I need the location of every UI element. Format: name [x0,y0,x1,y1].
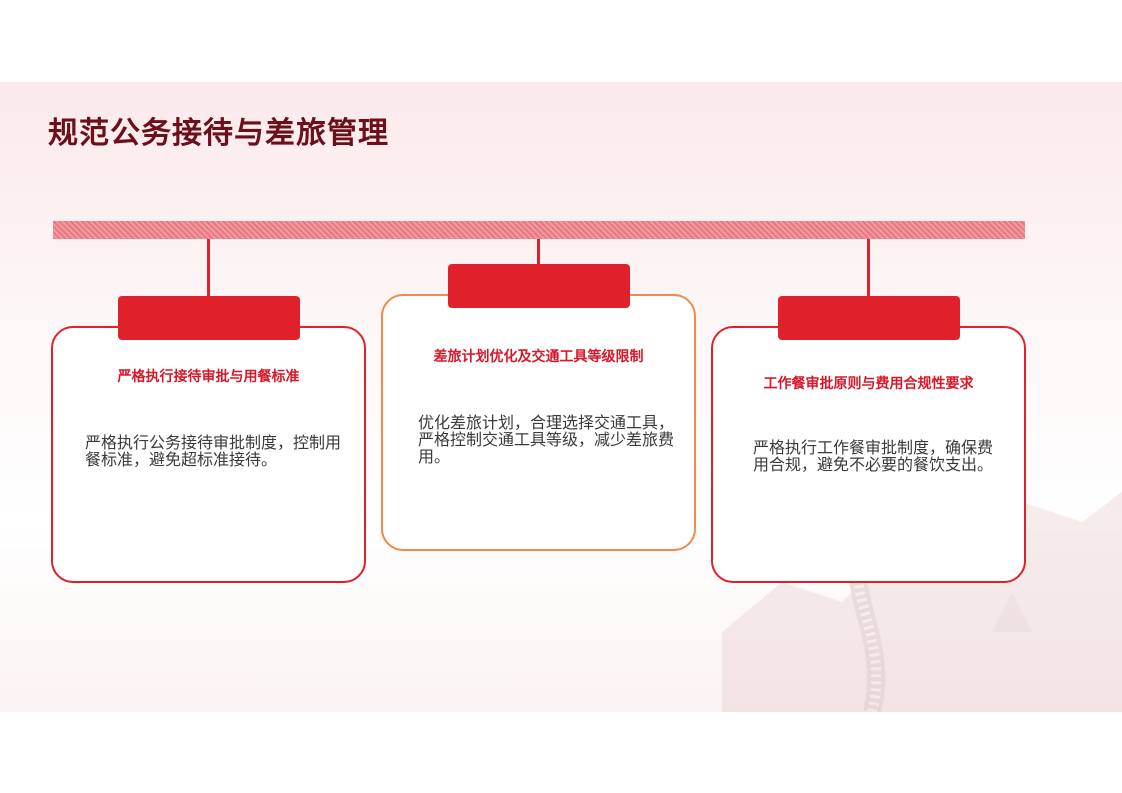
card-body-text: 优化差旅计划，合理选择交通工具，严格控制交通工具等级，减少差旅费用。 [418,413,675,466]
card-tab-3 [778,296,960,340]
connector-line-3 [867,239,870,297]
card-heading: 工作餐审批原则与费用合规性要求 [763,376,974,392]
card-tab-1 [118,296,300,340]
connector-line-2 [537,239,540,265]
card-travel-plan: 差旅计划优化及交通工具等级限制 优化差旅计划，合理选择交通工具，严格控制交通工具… [381,294,696,551]
card-reception-approval: 严格执行接待审批与用餐标准 严格执行公务接待审批制度，控制用餐标准，避免超标准接… [51,326,366,583]
card-tab-2 [448,264,630,308]
card-body-text: 严格执行公务接待审批制度，控制用餐标准，避免超标准接待。 [85,433,342,469]
card-work-meal: 工作餐审批原则与费用合规性要求 严格执行工作餐审批制度，确保费用合规，避免不必要… [711,326,1026,583]
slide: 规范公务接待与差旅管理 严格执行接待审批与用餐标准 严格执行公务接待审批制度，控… [0,82,1122,712]
card-heading: 严格执行接待审批与用餐标准 [117,369,300,385]
connector-line-1 [207,239,210,297]
card-body-text: 严格执行工作餐审批制度，确保费用合规，避免不必要的餐饮支出。 [753,438,994,474]
card-heading: 差旅计划优化及交通工具等级限制 [433,349,644,365]
timeline-bar [53,221,1025,239]
page-title: 规范公务接待与差旅管理 [48,116,389,151]
